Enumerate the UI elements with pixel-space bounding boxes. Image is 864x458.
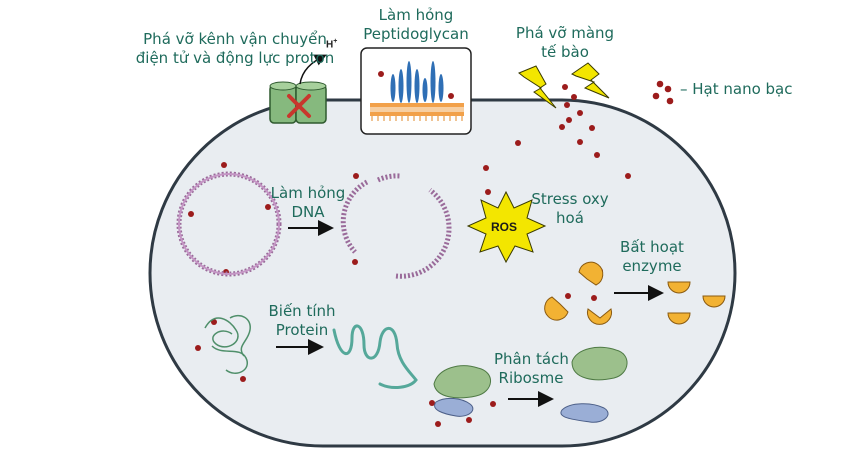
oxidative-label-line2: hoá xyxy=(556,209,584,227)
dna-label: Làm hỏng DNA xyxy=(268,184,348,222)
peptidoglycan-label: Làm hỏng Peptidoglycan xyxy=(360,6,472,44)
oxidative-label-line1: Stress oxy xyxy=(531,190,609,208)
protein-label-line1: Biến tính xyxy=(268,302,336,320)
hplus-sup: + xyxy=(333,38,338,45)
proton-label-line1: Phá vỡ kênh vận chuyển xyxy=(143,30,327,48)
ribosome-label-line2: Ribosme xyxy=(498,369,564,387)
legend-nanoparticle-icon xyxy=(652,80,674,105)
lightning-bolt-icon xyxy=(518,62,610,109)
membrane-label-line2: tế bào xyxy=(541,43,589,61)
oxidative-label: Stress oxy hoá xyxy=(528,190,612,228)
enzyme-icon xyxy=(544,261,726,325)
unfolded-protein-icon xyxy=(332,324,418,389)
ribosome-label-line1: Phân tách xyxy=(494,350,569,368)
enzyme-label: Bất hoạt enzyme xyxy=(611,238,693,276)
damaged-dna-icon xyxy=(340,173,452,279)
dna-label-line2: DNA xyxy=(291,203,325,221)
membrane-label: Phá vỡ màng tế bào xyxy=(510,24,620,62)
proton-label: Phá vỡ kênh vận chuyển điện tử và động l… xyxy=(130,30,340,68)
dna-label-line1: Làm hỏng xyxy=(270,184,346,202)
cross-icon xyxy=(287,94,311,118)
membrane-label-line1: Phá vỡ màng xyxy=(515,24,615,42)
ribosome-icon xyxy=(433,346,628,423)
hplus-text: H xyxy=(326,39,334,51)
ros-label: ROS xyxy=(491,220,518,234)
peptidoglycan-icon xyxy=(360,47,472,135)
enzyme-label-line1: Bất hoạt xyxy=(620,238,684,256)
protein-icon xyxy=(204,314,251,374)
peptidoglycan-label-line2: Peptidoglycan xyxy=(363,25,469,43)
proton-label-line2: điện tử và động lực proton xyxy=(135,49,335,67)
proton-arrow-icon xyxy=(299,54,327,85)
protein-label: Biến tính Protein xyxy=(266,302,338,340)
peptidoglycan-label-line1: Làm hỏng xyxy=(378,6,454,24)
arrow-icon xyxy=(276,220,664,407)
ros-star-icon xyxy=(466,190,547,264)
protein-label-line2: Protein xyxy=(275,321,329,339)
enzyme-label-line2: enzyme xyxy=(622,257,682,275)
legend-label: – Hạt nano bạc xyxy=(680,80,793,98)
ribosome-label: Phân tách Ribosme xyxy=(494,350,569,388)
dna-icon xyxy=(176,171,282,277)
hplus-label: H+ xyxy=(326,38,337,50)
